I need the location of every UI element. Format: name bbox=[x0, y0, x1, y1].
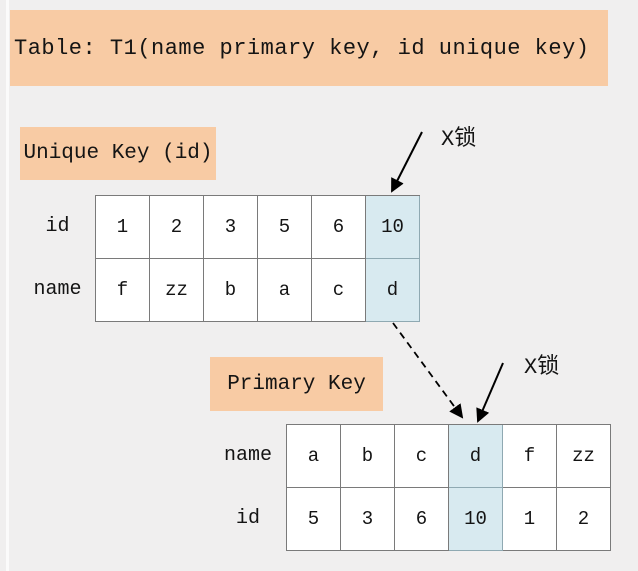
primary-key-grid: a b c d f zz 5 3 6 10 1 2 bbox=[286, 424, 611, 551]
index-link-dashed-arrow bbox=[392, 322, 464, 419]
table-cell: 2 bbox=[150, 196, 204, 259]
xlock-arrow-primary bbox=[476, 362, 504, 423]
table-cell: 3 bbox=[341, 488, 395, 551]
table-cell: 6 bbox=[395, 488, 449, 551]
unique-key-label-text: Unique Key (id) bbox=[23, 142, 213, 165]
primary-key-index-table: name id a b c d f zz 5 3 6 10 1 2 bbox=[210, 424, 611, 551]
unique-key-index-table: id name 1 2 3 5 6 10 f zz b a c d bbox=[20, 195, 420, 322]
page-margin-line bbox=[6, 0, 9, 571]
primary-key-row-labels: name id bbox=[210, 424, 286, 551]
table-cell: 3 bbox=[204, 196, 258, 259]
unique-key-row-labels: id name bbox=[20, 195, 95, 322]
table-cell: 6 bbox=[312, 196, 366, 259]
table-cell: c bbox=[312, 259, 366, 322]
unique-key-grid: 1 2 3 5 6 10 f zz b a c d bbox=[95, 195, 420, 322]
locked-cell-id: 10 bbox=[449, 488, 503, 551]
table-cell: zz bbox=[150, 259, 204, 322]
xlock-annotation-unique: X锁 bbox=[441, 127, 477, 152]
locked-cell-name: d bbox=[449, 425, 503, 488]
table-cell: 5 bbox=[287, 488, 341, 551]
table-cell: 1 bbox=[96, 196, 150, 259]
table-cell: f bbox=[96, 259, 150, 322]
table-cell: 2 bbox=[557, 488, 611, 551]
table-cell: b bbox=[341, 425, 395, 488]
primary-key-section-label: Primary Key bbox=[210, 357, 383, 411]
table-definition-text: Table: T1(name primary key, id unique ke… bbox=[14, 35, 590, 61]
row-label-name: name bbox=[223, 444, 272, 467]
locked-cell-id: 10 bbox=[366, 196, 420, 259]
table-cell: c bbox=[395, 425, 449, 488]
xlock-annotation-primary: X锁 bbox=[524, 355, 560, 380]
locked-cell-name: d bbox=[366, 259, 420, 322]
row-label-id: id bbox=[235, 507, 260, 530]
table-cell: f bbox=[503, 425, 557, 488]
table-cell: 5 bbox=[258, 196, 312, 259]
table-cell: b bbox=[204, 259, 258, 322]
table-cell: 1 bbox=[503, 488, 557, 551]
table-cell: a bbox=[258, 259, 312, 322]
row-label-name: name bbox=[33, 278, 82, 301]
row-label-id: id bbox=[45, 215, 70, 238]
unique-key-section-label: Unique Key (id) bbox=[20, 127, 216, 180]
table-cell: zz bbox=[557, 425, 611, 488]
primary-key-label-text: Primary Key bbox=[227, 372, 366, 396]
xlock-arrow-unique bbox=[391, 131, 423, 193]
table-cell: a bbox=[287, 425, 341, 488]
table-definition-banner: Table: T1(name primary key, id unique ke… bbox=[10, 10, 608, 86]
